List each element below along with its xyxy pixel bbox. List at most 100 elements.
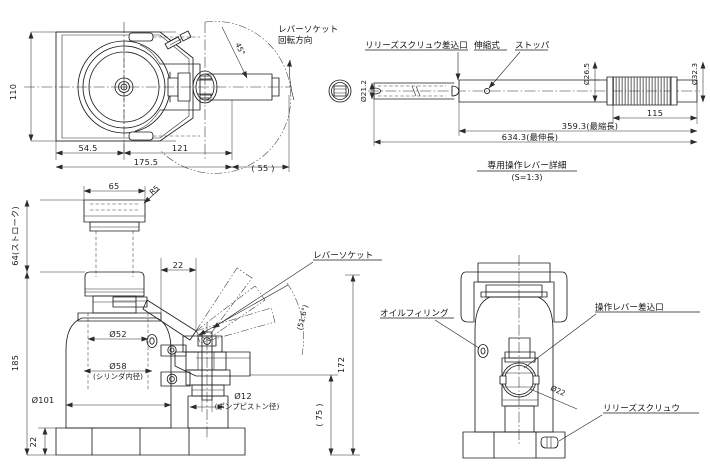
dim-note-dia-58: (シリンダ内径) xyxy=(93,372,143,381)
plan-port-nipple xyxy=(164,36,182,50)
fe-pump-bracket-2 xyxy=(160,371,191,387)
re-pump-collar xyxy=(504,351,536,363)
label-lever-socket-line2: 回転方向 xyxy=(278,34,312,46)
dim-label-dia-58: Ø58 xyxy=(109,361,126,371)
fe-pump-piston-cap xyxy=(197,335,217,347)
dimension-22-base: 22 xyxy=(28,427,56,456)
fe-rocker-arm xyxy=(174,351,251,377)
leader-lever-socket-fe xyxy=(212,261,314,329)
lever-detail-caption-scale: (S=1:3) xyxy=(512,173,543,182)
re-cylinder-body xyxy=(474,296,554,433)
re-pump-housing xyxy=(501,357,539,407)
leader-stopper xyxy=(488,51,521,89)
fe-oil-plug-inner xyxy=(149,337,155,345)
dim-label-dia-22: Ø22 xyxy=(549,384,567,398)
fe-cylinder-top-flange xyxy=(77,312,162,322)
dimension-dia-58: Ø58 (シリンダ内径) xyxy=(83,361,153,381)
plan-socket-key-bottom xyxy=(199,94,212,99)
re-saddle xyxy=(485,284,543,298)
dim-note-dia-12: (ポンプピストン径) xyxy=(215,402,280,411)
dimension-54-5: 54.5 xyxy=(55,141,125,160)
lever-grip-knurl xyxy=(613,77,671,105)
label-oil-filling: オイルフィリング xyxy=(380,307,449,319)
plan-handle-slot-top xyxy=(128,32,154,42)
fe-lever-phantom-3 xyxy=(195,307,276,344)
re-base-plate xyxy=(462,431,566,459)
fe-handle-grip xyxy=(112,296,148,308)
fe-handle-arm xyxy=(142,299,197,341)
rear-elevation-view: オイルフィリング 操作レバー差込口 Ø22 リリーズスクリュウ xyxy=(380,255,700,459)
fe-lever-phantom-2 xyxy=(195,285,266,343)
fe-socket-body-lines xyxy=(197,352,215,370)
dim-label-65: 65 xyxy=(109,181,120,191)
dim-label-dia-101: Ø101 xyxy=(32,395,55,405)
fe-oil-plug-outer xyxy=(146,334,158,348)
dim-label-dia-12: Ø12 xyxy=(234,391,251,401)
lever-end-socket-lines xyxy=(334,88,346,94)
dim-label-dia-32-3: Ø32.3 xyxy=(690,63,699,86)
label-stopper: ストッパ xyxy=(515,40,550,51)
dimension-dia-12: Ø12 (ポンプピストン径) xyxy=(189,391,280,412)
dim-label-dia-52: Ø52 xyxy=(109,329,126,339)
dim-label-634-3: 634.3(最伸長) xyxy=(502,132,558,142)
fe-socket-body xyxy=(185,351,227,371)
fe-saddle-neck xyxy=(89,221,140,232)
re-socket-key-left xyxy=(499,375,507,385)
re-release-screw xyxy=(540,436,559,449)
dim-label-175-5: 175.5 xyxy=(134,157,158,167)
fe-pump-pivot-1-inner xyxy=(169,347,175,353)
lever-rotation-arrow xyxy=(286,59,295,101)
dimension-22-offset: 22 xyxy=(160,258,197,330)
dim-label-55-ref: ( 55 ) xyxy=(251,163,274,173)
dimension-65: 65 xyxy=(83,181,146,200)
dimension-172: 172 xyxy=(330,274,360,456)
lever-stopper-pin xyxy=(483,87,491,95)
re-pump-lower xyxy=(504,405,535,433)
leader-r5 xyxy=(143,188,161,204)
dimension-64-stroke: 64(ストローク) xyxy=(10,199,85,273)
plan-socket-key-top xyxy=(199,75,212,80)
dimension-dia-21-2: Ø21.2 xyxy=(359,80,375,102)
dim-label-54-5: 54.5 xyxy=(78,143,97,153)
fe-pump-cylinder xyxy=(185,369,231,386)
re-oil-plug-inner xyxy=(480,347,486,355)
fe-lever-socket-leader xyxy=(198,284,289,336)
dim-label-dia-21-2: Ø21.2 xyxy=(359,80,368,102)
plan-base-plate-inner xyxy=(61,34,190,139)
label-release-screw-port: リリーズスクリュウ差込口 xyxy=(365,39,468,51)
fe-ram-hidden xyxy=(95,231,134,277)
dim-label-115: 115 xyxy=(647,108,663,118)
leader-release-screw xyxy=(558,414,603,442)
dim-label-22-offset: 22 xyxy=(173,260,184,270)
label-lever-socket-line1: レバーソケット xyxy=(278,24,338,35)
dim-label-75-ref: ( 75 ) xyxy=(314,403,324,426)
dimension-dia-32-3: Ø32.3 xyxy=(690,61,706,103)
plan-fillet-bottom xyxy=(134,109,161,132)
re-base-plate-ribs xyxy=(493,431,537,459)
plan-hidden-edges xyxy=(153,36,200,137)
leader-oil-filling xyxy=(434,319,480,349)
dimension-185: 185 xyxy=(10,271,56,456)
plan-port-cap xyxy=(179,30,192,42)
re-saddle-flange xyxy=(480,291,548,298)
dim-label-110: 110 xyxy=(8,84,18,100)
dimension-75-ref: ( 75 ) xyxy=(250,374,338,456)
label-release-screw: リリーズスクリュウ xyxy=(603,402,680,414)
label-lever-socket-fe: レバーソケット xyxy=(313,250,373,261)
dimension-634-3: 634.3(最伸長) xyxy=(373,99,698,146)
dim-label-dia-26-5: Ø26.5 xyxy=(582,63,591,86)
re-carry-bar-top xyxy=(477,262,551,283)
re-release-screw-threads xyxy=(546,437,552,448)
front-elevation-view: 65 R5 xyxy=(10,181,382,456)
dim-label-64-stroke: 64(ストローク) xyxy=(10,206,20,266)
lever-end-socket-hex xyxy=(333,85,347,97)
plan-fillet-top xyxy=(139,44,161,65)
angle-dim-line xyxy=(221,26,248,79)
lever-end-socket-outer xyxy=(328,79,352,103)
label-telescopic: 伸縮式 xyxy=(474,39,500,51)
fe-lever-phantom-1 xyxy=(195,267,253,341)
re-oil-plug-outer xyxy=(477,344,489,358)
fe-saddle-hidden xyxy=(90,203,139,211)
